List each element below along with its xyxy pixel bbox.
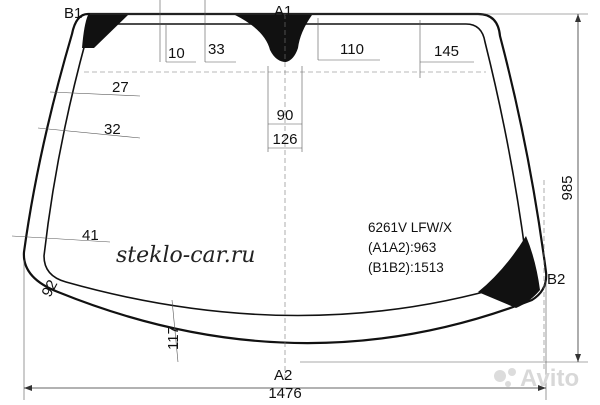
frit-right-corner xyxy=(478,236,540,308)
dim-27-leader xyxy=(49,91,141,97)
frit-top-left xyxy=(82,15,128,48)
arrow xyxy=(575,14,581,22)
dim-117-leader xyxy=(171,299,179,363)
dim-33: 33 xyxy=(208,41,225,58)
dim-41: 41 xyxy=(82,227,99,244)
model-code: 6261V LFW/X xyxy=(368,220,452,235)
height-label: 985 xyxy=(559,175,576,200)
dim-126: 126 xyxy=(272,131,297,148)
frit-mirror-area xyxy=(235,15,312,62)
a1a2-value: (A1A2):963 xyxy=(368,240,436,255)
dim-32-leader xyxy=(37,127,141,139)
dim-90: 90 xyxy=(277,107,294,124)
width-label: 1476 xyxy=(268,385,301,400)
arrow xyxy=(575,354,581,362)
inner-border xyxy=(43,23,528,317)
dim-10: 10 xyxy=(168,45,185,62)
site-watermark: steklo-car.ru xyxy=(116,243,255,268)
dim-117: 117 xyxy=(165,326,182,350)
avito-text: Avito xyxy=(520,365,579,392)
arrow xyxy=(538,385,546,391)
dim-27: 27 xyxy=(112,79,129,96)
dim-92: 92 xyxy=(39,277,62,300)
dim-41-leader xyxy=(11,235,111,243)
dim-32: 32 xyxy=(104,121,121,138)
b1b2-value: (B1B2):1513 xyxy=(368,260,444,275)
point-a2: A2 xyxy=(274,367,292,384)
dim-145: 145 xyxy=(434,43,459,60)
point-b1: B1 xyxy=(64,5,82,22)
arrow xyxy=(24,385,32,391)
dim-110: 110 xyxy=(340,41,364,58)
avito-logo: Avito xyxy=(494,365,579,392)
point-b2: B2 xyxy=(547,271,565,288)
point-a1: A1 xyxy=(274,3,292,20)
